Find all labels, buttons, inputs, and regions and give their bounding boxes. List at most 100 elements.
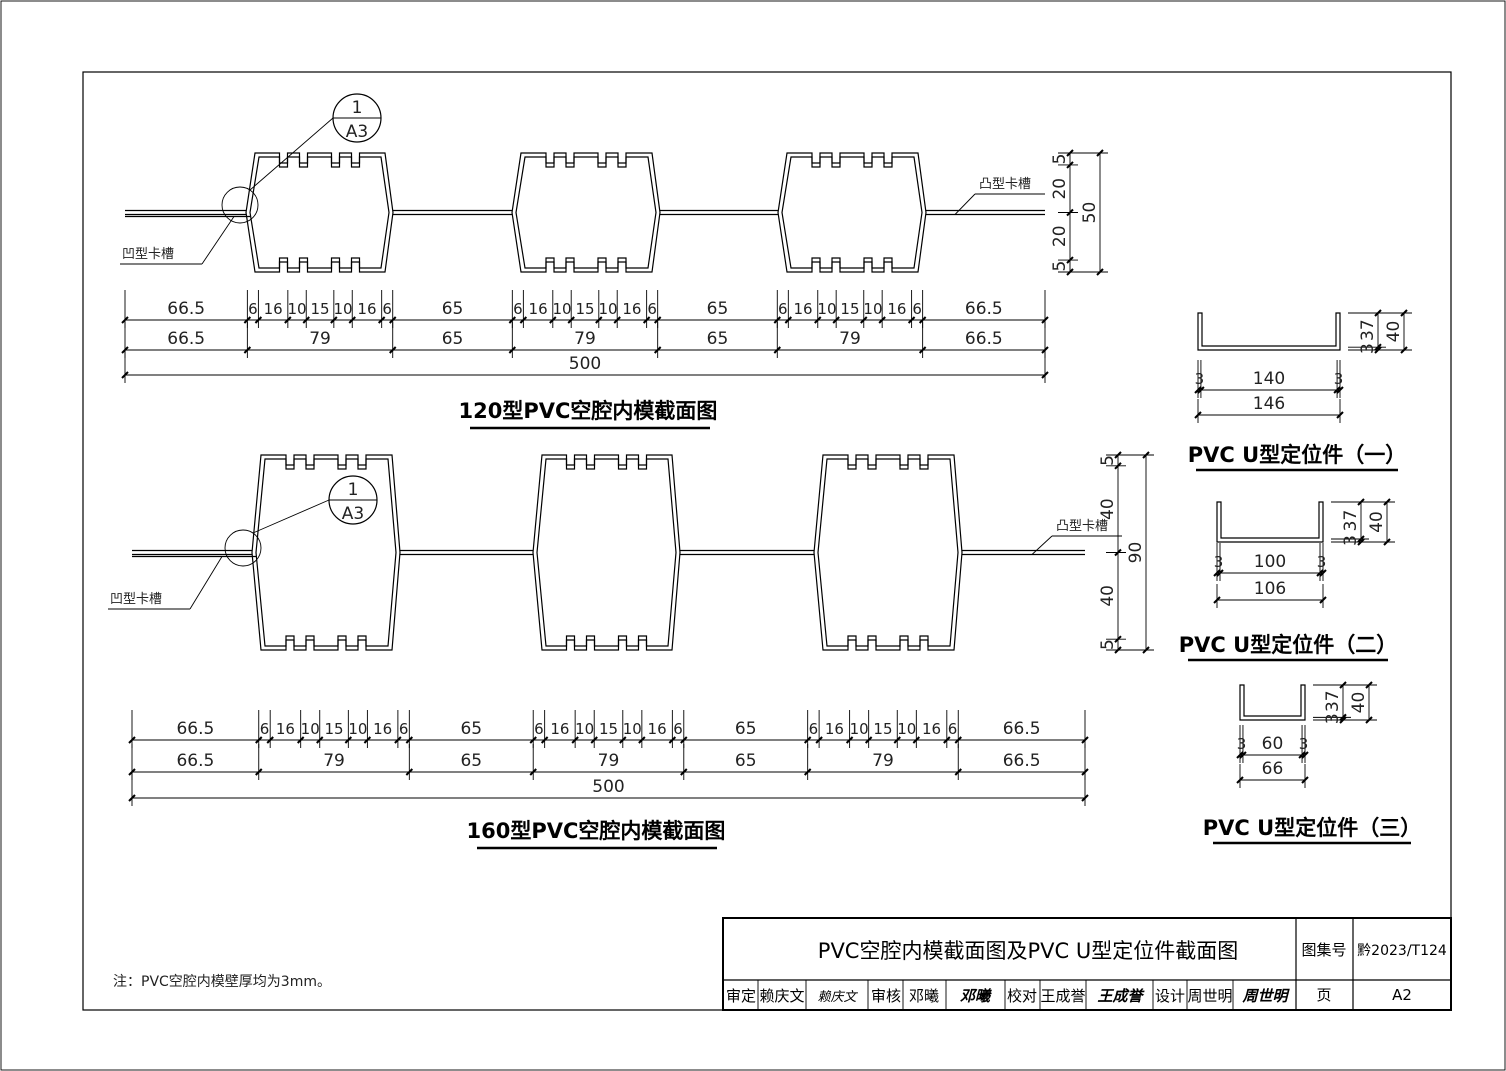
atlas-number: 黔2023/T124 (1357, 943, 1447, 959)
dimension-value: 16 (793, 300, 812, 318)
cavity-cell-wall (817, 458, 959, 647)
dimension-value: 15 (575, 300, 594, 318)
dimension-value: 66.5 (965, 329, 1003, 349)
u-positioner-title: PVC U型定位件（三） (1203, 816, 1421, 840)
dimension-value: 3 (1195, 370, 1205, 388)
dimension-value: 16 (922, 720, 941, 738)
dimension-value: 16 (622, 300, 641, 318)
dimension-value: 10 (897, 720, 916, 738)
dimension-value: 50 (1080, 202, 1100, 224)
leader-line (1031, 535, 1053, 555)
dimension-value: 60 (1262, 734, 1284, 754)
dimension-value: 79 (598, 751, 620, 771)
dimension-value: 3 (1299, 735, 1309, 753)
dimension-value: 10 (301, 720, 320, 738)
cavity-cell-wall (781, 156, 923, 269)
dimension-value: 10 (333, 300, 352, 318)
detail-circle (221, 186, 259, 224)
dimension-value: 106 (1254, 579, 1286, 599)
dimension-value: 3 (1341, 535, 1361, 546)
leader-line (201, 216, 235, 265)
dimension-value: 15 (840, 300, 859, 318)
detail-number: 1 (352, 98, 363, 118)
dimension-value: 6 (513, 300, 523, 318)
role-name: 赖庆文 (759, 987, 804, 1005)
dimension-value: 146 (1253, 394, 1285, 414)
role-name: 邓曦 (909, 987, 939, 1005)
detail-sheet: A3 (342, 504, 364, 524)
role-label: 设计 (1155, 987, 1185, 1005)
u-channel-profile (1216, 501, 1324, 543)
dimension-value: 79 (839, 329, 861, 349)
dimension-value: 15 (310, 300, 329, 318)
dimension-value: 40 (1098, 585, 1118, 607)
u-positioner-title: PVC U型定位件（一） (1188, 443, 1406, 467)
convex-slot-label: 凸型卡槽 (979, 177, 1031, 192)
dimension-value: 65 (707, 299, 729, 319)
dimension-value: 10 (817, 300, 836, 318)
dimension-value: 5 (1050, 261, 1070, 272)
convex-slot-label: 凸型卡槽 (1056, 519, 1108, 534)
dimension-value: 16 (825, 720, 844, 738)
dimension-value: 37 (1358, 319, 1378, 341)
dimension-value: 10 (850, 720, 869, 738)
dimension-value: 65 (735, 719, 757, 739)
dimension-value: 10 (287, 300, 306, 318)
dimension-value: 16 (357, 300, 376, 318)
cavity-cell-wall (777, 152, 927, 273)
role-name: 王成誉 (1040, 987, 1085, 1005)
dimension-value: 15 (324, 720, 343, 738)
dimension-value: 6 (399, 720, 409, 738)
dimension-value: 16 (264, 300, 283, 318)
dimension-value: 16 (373, 720, 392, 738)
dimension-value: 20 (1050, 225, 1070, 247)
dimension-value: 10 (598, 300, 617, 318)
dimension-value: 66.5 (1003, 719, 1041, 739)
signature: 邓曦 (960, 987, 992, 1005)
dimension-value: 6 (260, 720, 270, 738)
leader-line (954, 193, 976, 215)
dimension-value: 6 (809, 720, 819, 738)
dimension-value: 66 (1262, 759, 1284, 779)
dimension-value: 40 (1384, 321, 1404, 343)
dimension-value: 15 (873, 720, 892, 738)
dimension-value: 65 (442, 299, 464, 319)
dimension-value: 66.5 (167, 329, 205, 349)
cavity-cell-wall (251, 454, 401, 651)
concave-slot-label: 凹型卡槽 (110, 592, 162, 607)
dimension-value: 10 (863, 300, 882, 318)
dimension-value: 66.5 (1003, 751, 1041, 771)
cavity-cell-wall (511, 152, 661, 273)
dimension-value: 66.5 (176, 751, 214, 771)
dimension-value: 3 (1317, 553, 1327, 571)
title-block: PVC空腔内模截面图及PVC U型定位件截面图 图集号 黔2023/T124 页… (722, 917, 1452, 1011)
cavity-cell-wall (515, 156, 657, 269)
role-label: 审定 (726, 987, 756, 1005)
cavity-cell-wall (813, 454, 963, 651)
dimension-value: 37 (1323, 690, 1343, 712)
dimension-value: 500 (569, 354, 601, 374)
dimension-value: 6 (647, 300, 657, 318)
dimension-value: 5 (1098, 639, 1118, 650)
page-number: A2 (1392, 986, 1412, 1004)
dimension-value: 66.5 (176, 719, 214, 739)
role-label: 校对 (1007, 987, 1037, 1005)
dimension-value: 40 (1367, 511, 1387, 533)
dimension-value: 16 (648, 720, 667, 738)
role-label: 审核 (871, 987, 901, 1005)
detail-circle (224, 529, 262, 567)
dimension-value: 40 (1098, 498, 1118, 520)
dimension-value: 6 (948, 720, 958, 738)
dimension-value: 5 (1050, 154, 1070, 165)
cavity-cell-wall (249, 156, 390, 269)
dimension-value: 6 (534, 720, 544, 738)
dimension-value: 37 (1341, 510, 1361, 532)
dimension-value: 65 (707, 329, 729, 349)
dimension-value: 3 (1323, 713, 1343, 724)
